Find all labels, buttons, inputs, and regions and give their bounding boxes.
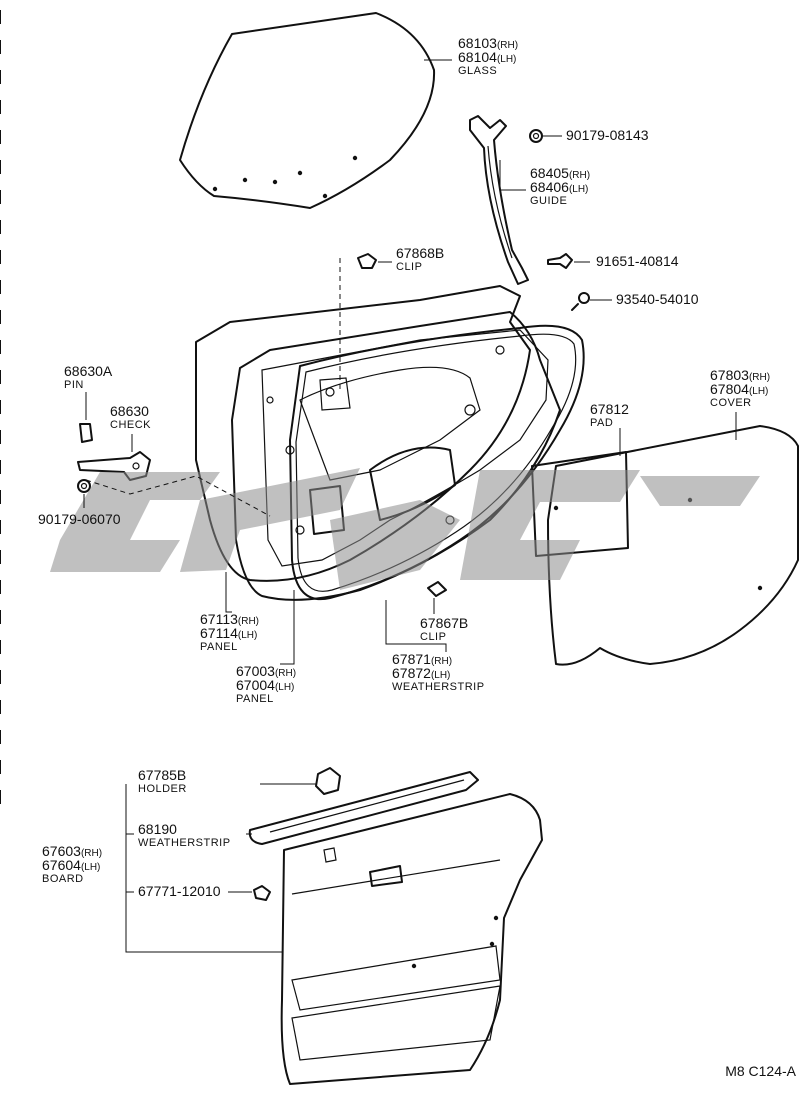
nut-90179-06070-part <box>77 479 91 493</box>
callout-pin-number: 68630A <box>64 363 113 379</box>
callout-side-label: (RH) <box>238 616 259 627</box>
callout-pad-number: 67812 <box>590 401 629 417</box>
callout-guide-name: GUIDE <box>530 195 567 207</box>
callout-side-label: (LH) <box>238 630 257 641</box>
callout-weatherstrip-door-number: 67872(LH) <box>392 665 450 681</box>
callout-weatherstrip-belt-number: 68190 <box>138 821 177 837</box>
callout-panel-outer-number: 67114(LH) <box>200 625 257 641</box>
callout-cover-number: 67804(LH) <box>710 381 768 397</box>
callout-glass-number: 68104(LH) <box>458 49 516 65</box>
callout-clip-67867b-number: 67867B <box>420 615 468 631</box>
guide-part <box>469 115 529 285</box>
callout-weatherstrip-door-name: WEATHERSTRIP <box>392 681 485 693</box>
callout-pin-name: PIN <box>64 379 84 391</box>
clip-67867b-part <box>427 581 447 597</box>
leader-lines <box>83 59 737 953</box>
watermark <box>50 468 760 590</box>
callout-nut-90179-06070-number: 90179-06070 <box>38 511 121 527</box>
catalogue-code: M8 C124-A <box>725 1063 796 1079</box>
screw-93540-part <box>571 292 590 311</box>
callout-board-name: BOARD <box>42 873 84 885</box>
callout-clip-67867b-name: CLIP <box>420 631 446 643</box>
callout-side-label: (LH) <box>749 386 768 397</box>
callout-holder-number: 67785B <box>138 767 186 783</box>
callout-panel-name: PANEL <box>236 693 274 705</box>
callout-side-label: (RH) <box>497 40 518 51</box>
board-part <box>280 793 543 1085</box>
callout-side-label: (LH) <box>431 670 450 681</box>
callout-side-label: (RH) <box>275 668 296 679</box>
callout-weatherstrip-belt-name: WEATHERSTRIP <box>138 837 231 849</box>
callout-bolt-91651-number: 91651-40814 <box>596 253 679 269</box>
cover-part <box>547 425 799 666</box>
clip-67868b-part <box>357 253 377 269</box>
callout-board-number: 67604(LH) <box>42 857 100 873</box>
bolt-91651-part <box>547 253 573 269</box>
callout-holder-name: HOLDER <box>138 783 187 795</box>
nut-90179-08143-part <box>529 129 543 143</box>
callout-side-label: (LH) <box>275 682 294 693</box>
pad-part <box>531 451 629 557</box>
callout-clip-67868b-number: 67868B <box>396 245 444 261</box>
glass-part <box>179 12 436 209</box>
callout-nut-90179-08143-number: 90179-08143 <box>566 127 649 143</box>
callout-side-label: (LH) <box>497 54 516 65</box>
callout-glass-name: GLASS <box>458 65 497 77</box>
callout-panel-outer-name: PANEL <box>200 641 238 653</box>
callout-side-label: (LH) <box>81 862 100 873</box>
callout-side-label: (RH) <box>569 170 590 181</box>
clip-67771-part <box>253 885 271 901</box>
callout-side-label: (RH) <box>749 372 770 383</box>
callout-side-label: (LH) <box>569 184 588 195</box>
callout-panel-number: 67004(LH) <box>236 677 294 693</box>
callout-check-name: CHECK <box>110 419 151 431</box>
belt-weatherstrip-part <box>248 771 479 845</box>
callout-guide-number: 68406(LH) <box>530 179 588 195</box>
callout-check-number: 68630 <box>110 403 149 419</box>
callout-pad-name: PAD <box>590 417 613 429</box>
callout-clip-67771-number: 67771-12010 <box>138 883 221 899</box>
callout-side-label: (RH) <box>431 656 452 667</box>
pin-part <box>79 423 93 443</box>
holder-part <box>315 767 341 795</box>
callout-side-label: (RH) <box>81 848 102 859</box>
callout-screw-93540-number: 93540-54010 <box>616 291 699 307</box>
callout-cover-name: COVER <box>710 397 752 409</box>
callout-clip-67868b-name: CLIP <box>396 261 422 273</box>
